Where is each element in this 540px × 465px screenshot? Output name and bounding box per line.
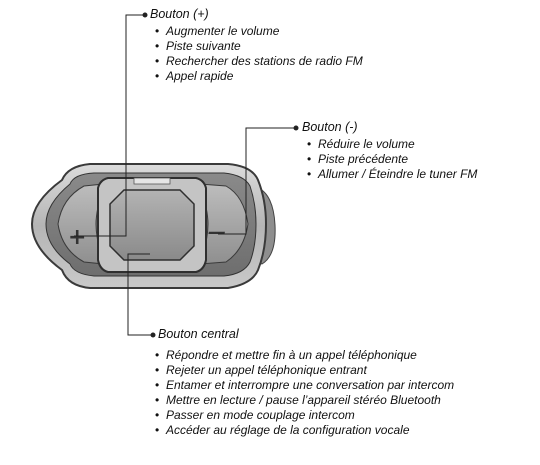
minus-button[interactable] <box>199 183 249 265</box>
list-item: Réduire le volume <box>306 137 477 152</box>
center-leader-dot <box>150 332 156 338</box>
center-button[interactable] <box>109 189 195 261</box>
minus-button-title: Bouton (-) <box>302 120 358 134</box>
plus-leader-line <box>74 14 145 237</box>
minus-leader-dot <box>293 125 299 131</box>
leader-lines <box>74 12 299 338</box>
center-button-title: Bouton central <box>158 327 239 341</box>
center-leader-line <box>127 253 153 336</box>
list-item: Mettre en lecture / pause l’appareil sté… <box>154 393 454 408</box>
minus-button-functions: Réduire le volume Piste précédente Allum… <box>306 137 477 182</box>
list-item: Passer en mode couplage intercom <box>154 408 454 423</box>
plus-button-callout: Bouton (+) Augmenter le volume Piste sui… <box>150 7 363 84</box>
list-item: Répondre et mettre fin à un appel téléph… <box>154 348 454 363</box>
plus-symbol: + <box>68 225 86 250</box>
center-button-functions: Répondre et mettre fin à un appel téléph… <box>154 348 454 438</box>
plus-leader-dot <box>142 12 148 18</box>
list-item: Rechercher des stations de radio FM <box>154 54 363 69</box>
plus-button-title: Bouton (+) <box>150 7 209 21</box>
center-button-notch <box>133 177 171 185</box>
list-item: Augmenter le volume <box>154 24 363 39</box>
minus-symbol: — <box>208 222 226 243</box>
list-item: Appel rapide <box>154 69 363 84</box>
list-item: Piste suivante <box>154 39 363 54</box>
center-button-callout: Bouton central Répondre et mettre fin à … <box>155 327 454 438</box>
minus-button-callout: Bouton (-) Réduire le volume Piste précé… <box>302 120 477 182</box>
list-item: Piste précédente <box>306 152 477 167</box>
list-item: Accéder au réglage de la configuration v… <box>154 423 454 438</box>
list-item: Allumer / Éteindre le tuner FM <box>306 167 477 182</box>
list-item: Entamer et interrompre une conversation … <box>154 378 454 393</box>
minus-leader-line <box>218 127 296 235</box>
plus-button-functions: Augmenter le volume Piste suivante Reche… <box>154 24 363 84</box>
list-item: Rejeter un appel téléphonique entrant <box>154 363 454 378</box>
